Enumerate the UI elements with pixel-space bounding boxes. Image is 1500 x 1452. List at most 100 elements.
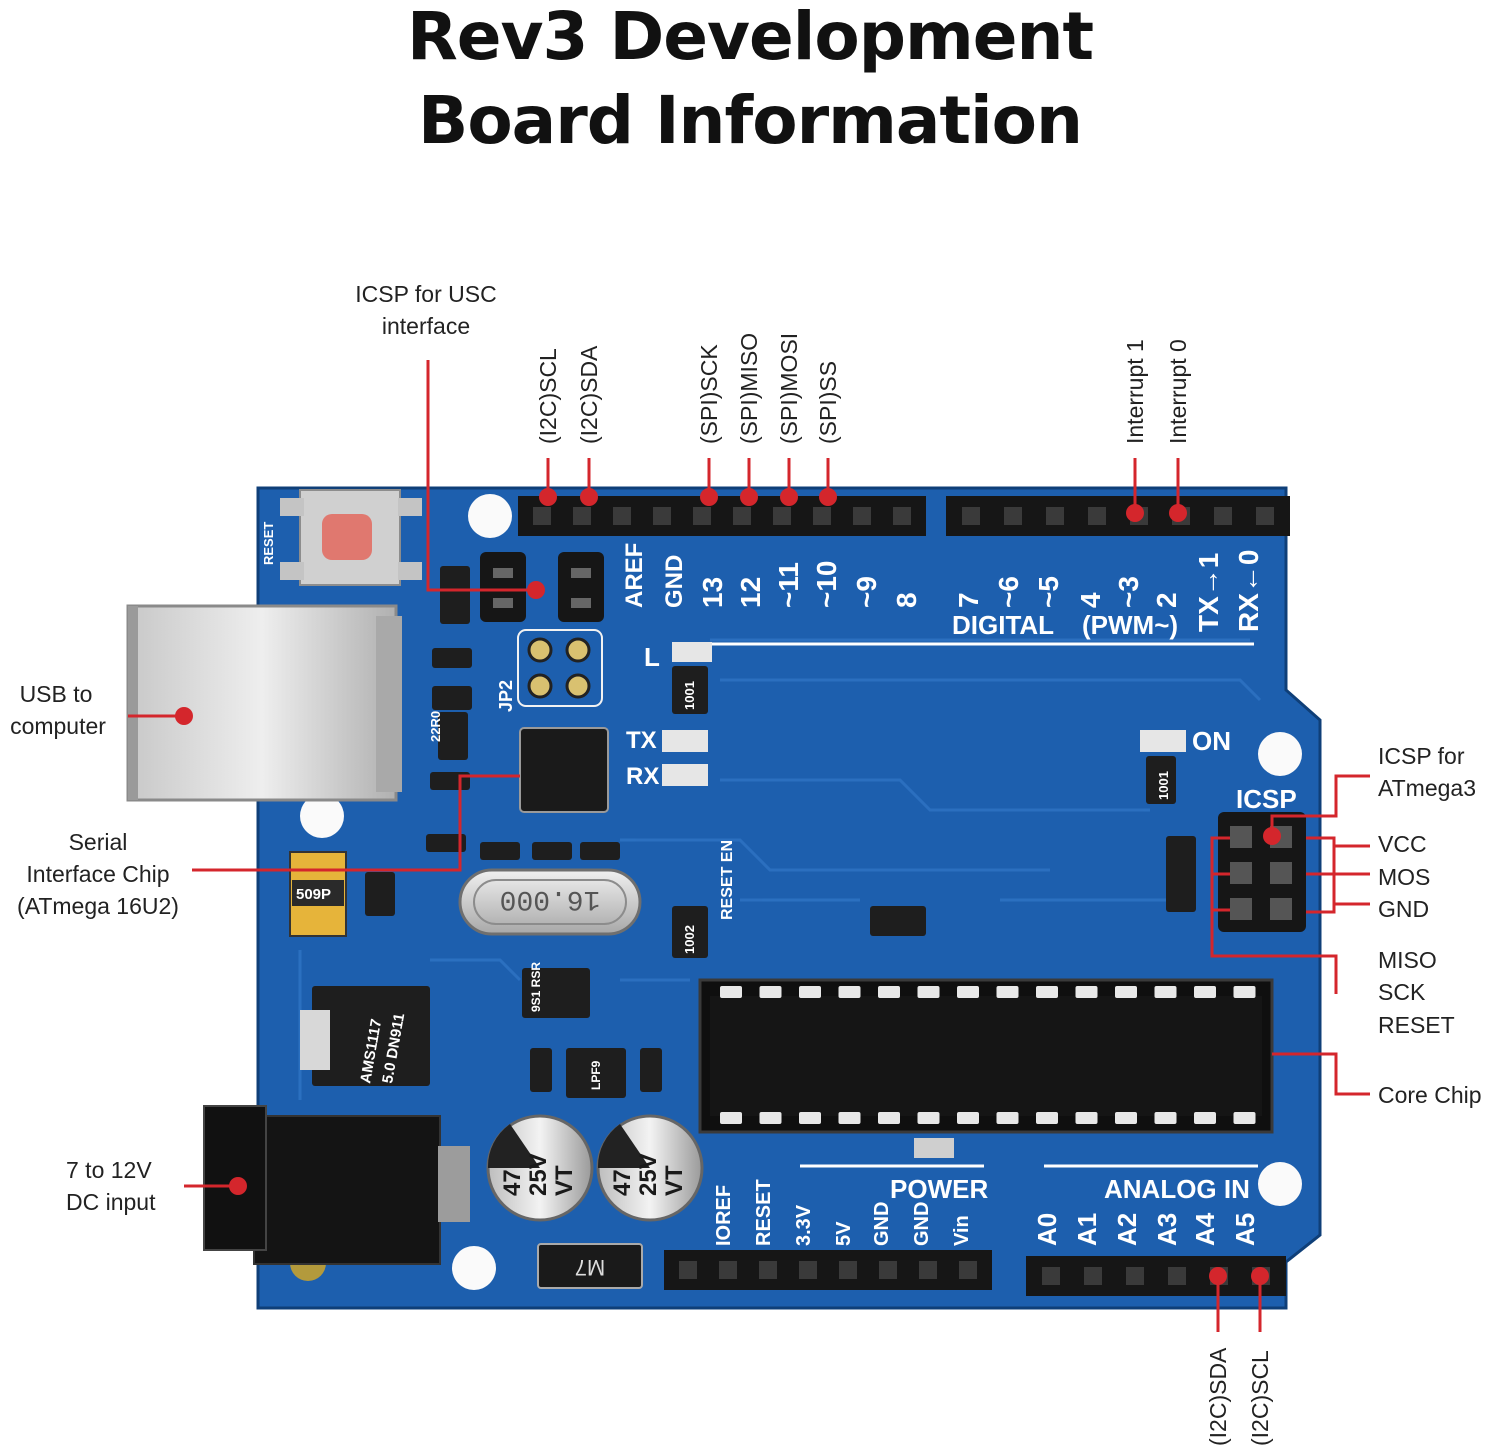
cap1-text-1: 47: [499, 1169, 526, 1196]
chip-pin: [799, 986, 821, 998]
analog-header: [1026, 1256, 1286, 1296]
chip-pin: [957, 986, 979, 998]
capacitor-1: [486, 1114, 594, 1222]
chip-8-silk: 9S1 RSR: [529, 962, 543, 1012]
resistor-1001-on-silk: 1001: [1156, 771, 1171, 800]
digital-pin-label: 4: [1075, 592, 1106, 608]
digital-pin-label: ~5: [1033, 576, 1064, 608]
header-pin: [759, 1261, 777, 1279]
chip-pin: [1115, 1112, 1137, 1124]
crystal-text: 16.000: [500, 883, 601, 914]
header-pin: [693, 507, 711, 525]
serial-chip-16u2: [519, 727, 609, 813]
capacitor-2: [596, 1114, 704, 1222]
chip-pin: [917, 986, 940, 998]
digital-pin-label: 13: [697, 577, 728, 608]
callout-gnd: GND: [1378, 896, 1429, 922]
usb-connector: [126, 604, 402, 802]
chip-pin: [957, 1112, 979, 1124]
digital-header-left: [518, 496, 926, 536]
power-pin-label: 5V: [833, 1221, 855, 1246]
header-pin: [959, 1261, 977, 1279]
callout-serial-2: Interface Chip: [26, 861, 169, 887]
digital-pin-label: ~10: [811, 561, 842, 609]
led-l: [672, 642, 712, 662]
digital-pin-label: 12: [735, 577, 766, 608]
chip-pin: [1115, 986, 1137, 998]
label-spi-ss: (SPI)SS: [815, 361, 841, 444]
callout-dc-1: 7 to 12V: [66, 1157, 152, 1183]
header-pin: [1046, 507, 1064, 525]
digital-pin-label: 7: [953, 592, 984, 608]
chip-pin: [759, 986, 782, 998]
led-tx-silk: TX: [626, 727, 657, 754]
analog-caption: ANALOG IN: [1104, 1174, 1250, 1204]
label-i2c-sda-bottom: (I2C)SDA: [1205, 1347, 1231, 1446]
resistor-1001-silk: 1001: [682, 681, 697, 710]
header-pin: [839, 1261, 857, 1279]
reset-silk: RESET: [261, 522, 276, 565]
chip-pin: [917, 1112, 940, 1124]
digital-pin-label: ~3: [1113, 576, 1144, 608]
chip-pin: [1233, 1112, 1256, 1124]
chip-pin: [1194, 986, 1216, 998]
cap2-text-2: 25V: [635, 1153, 662, 1196]
chip-pin: [996, 1112, 1019, 1124]
polyfuse-silk: 509P: [296, 886, 331, 903]
mount-hole: [1258, 732, 1302, 776]
chip-pin: [1233, 986, 1256, 998]
label-i2c-scl-top: (I2C)SCL: [535, 348, 561, 444]
chip-pin: [1075, 1112, 1098, 1124]
chip-pin: [838, 1112, 861, 1124]
header-pin: [1168, 1267, 1186, 1285]
icsp-usc-header: [480, 552, 604, 622]
label-interrupt-1: Interrupt 1: [1122, 339, 1148, 444]
reset-en-silk: RESET EN: [719, 840, 736, 920]
header-pin: [962, 507, 980, 525]
header-pin: [1084, 1267, 1102, 1285]
icsp-silk: ICSP: [1236, 784, 1297, 814]
label-i2c-sda-top: (I2C)SDA: [576, 345, 602, 444]
header-pin: [573, 507, 591, 525]
analog-pin-label: A4: [1190, 1212, 1220, 1246]
power-header-body: [664, 1250, 992, 1290]
reset-button: [280, 489, 422, 586]
callout-reset: RESET: [1378, 1012, 1455, 1038]
cap2-text-1: 47: [609, 1169, 636, 1196]
analog-header-body: [1026, 1256, 1286, 1296]
digital-caption: DIGITAL: [952, 610, 1054, 640]
label-interrupt-0: Interrupt 0: [1165, 339, 1191, 444]
chip-pin: [799, 1112, 821, 1124]
digital-pin-label: 2: [1151, 592, 1182, 608]
analog-pin-label: A0: [1032, 1213, 1062, 1246]
header-pin: [533, 507, 551, 525]
led-rx-silk: RX: [626, 763, 659, 790]
power-pin-label: IOREF: [713, 1185, 735, 1246]
callout-icsp-usc-1: ICSP for USC: [355, 281, 496, 307]
power-pin-label: RESET: [753, 1179, 775, 1246]
callout-icsp-atmega-1: ICSP for: [1378, 743, 1465, 769]
icsp-atmega-header: [1218, 812, 1306, 932]
digital-pin-label: ~6: [993, 576, 1024, 608]
pwm-caption: (PWM~): [1082, 610, 1178, 640]
chip-pin: [1194, 1112, 1216, 1124]
dc-jack: [203, 1105, 470, 1265]
power-caption: POWER: [890, 1174, 988, 1204]
header-pin: [813, 507, 831, 525]
analog-pin-label: A2: [1112, 1213, 1142, 1246]
header-pin: [773, 507, 791, 525]
crystal: [458, 868, 642, 936]
jp2-silk: JP2: [496, 680, 516, 712]
header-pin: [799, 1261, 817, 1279]
title-line-1: Rev3 Development: [406, 0, 1094, 75]
regulator-tab: [300, 1010, 330, 1070]
chip-pin: [878, 1112, 900, 1124]
power-pin-label: 3.3V: [793, 1204, 815, 1246]
header-pin: [893, 507, 911, 525]
chip-pin: [720, 1112, 742, 1124]
header-pin: [653, 507, 671, 525]
